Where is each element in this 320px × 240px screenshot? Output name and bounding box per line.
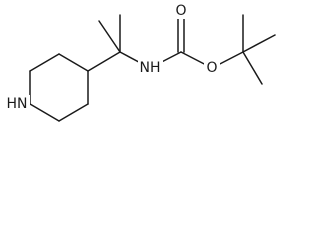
ring-nitrogen-label: HN — [7, 96, 28, 112]
bond-ring-c2-c3 — [29, 53, 60, 72]
atom-label-carbonyl-o: O — [173, 3, 189, 19]
chemical-structure: HN NH O O — [4, 3, 276, 122]
ester-oxygen-label: O — [206, 60, 217, 76]
bond-ring-c6-n — [29, 103, 60, 122]
tert-butyl-group — [242, 14, 276, 85]
bond-ring-c5-c6 — [58, 103, 89, 122]
bond-tert-methyl-down — [242, 51, 263, 85]
amide-nitrogen-label: NH — [140, 60, 161, 76]
atom-label-ester-o: O — [204, 59, 220, 77]
atom-label-nh: NH — [138, 59, 163, 77]
carbonyl-oxygen-label: O — [175, 3, 186, 19]
bond-quaternary-methyl-right — [98, 20, 121, 53]
piperidine-ring — [29, 53, 89, 122]
bond-tert-methyl-right — [242, 34, 276, 53]
atom-label-hn: HN — [4, 95, 30, 113]
carbamate-group — [149, 14, 244, 69]
bond-ring-to-quaternary-c — [87, 51, 121, 72]
bond-ring-c3-c4 — [58, 53, 89, 72]
